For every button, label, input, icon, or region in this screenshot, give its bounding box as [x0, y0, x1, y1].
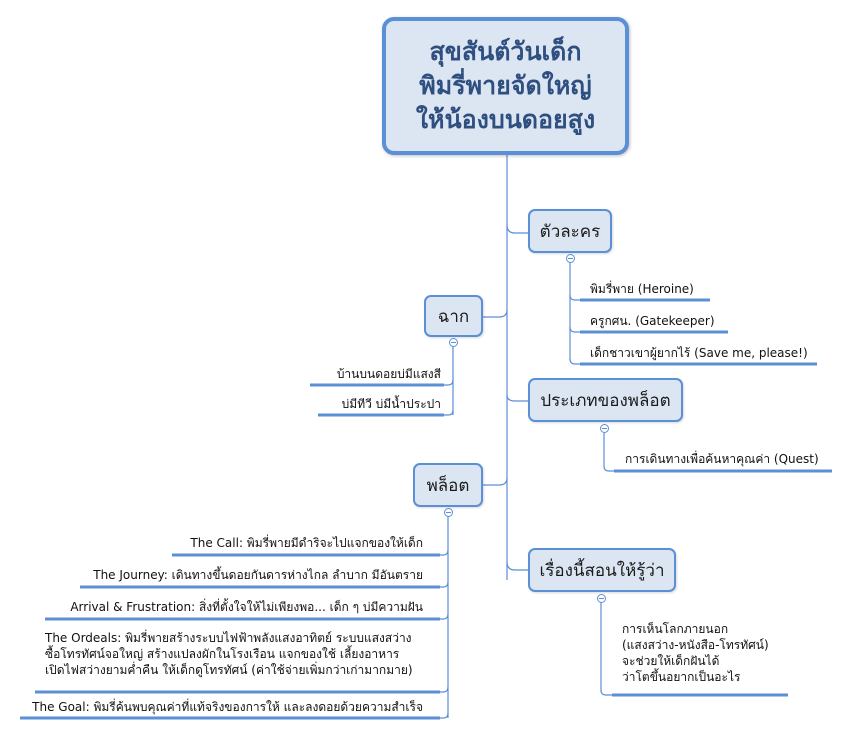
leaf-item[interactable]: บ่มีทีวี บ่มีน้ำประปา [341, 397, 441, 411]
leaf-item[interactable]: The Goal: พิมรี่ค้นพบคุณค่าที่แท้จริงของ… [32, 700, 423, 714]
root-topic[interactable]: สุขสันต์วันเด็ก พิมรี่พายจัดใหญ่ ให้น้อง… [382, 17, 629, 155]
collapse-icon[interactable] [597, 594, 606, 603]
leaf-line: The Ordeals: พิมรี่พายสร้างระบบไฟฟ้าพลัง… [45, 631, 412, 645]
leaf-line: (แสงสว่าง-หนังสือ-โทรทัศน์) [622, 638, 769, 652]
branch-lesson [506, 561, 528, 571]
collapse-icon[interactable] [566, 254, 575, 263]
topic-label: ตัวละคร [539, 221, 601, 242]
leaf-line: ว่าโตขึ้นอยากเป็นอะไร [622, 670, 741, 684]
topic-label: พล็อต [426, 475, 470, 496]
leaf-item-multiline[interactable]: The Ordeals: พิมรี่พายสร้างระบบไฟฟ้าพลัง… [45, 630, 445, 678]
collapse-icon[interactable] [600, 424, 609, 433]
branch-setting [483, 309, 508, 318]
topic-setting[interactable]: ฉาก [424, 295, 483, 337]
topic-label: ฉาก [437, 306, 470, 327]
collapse-icon[interactable] [449, 338, 458, 347]
topic-plot-type[interactable]: ประเภทของพล็อต [528, 378, 683, 422]
leaf-item[interactable]: ครูกศน. (Gatekeeper) [590, 314, 715, 328]
topic-label: ประเภทของพล็อต [540, 390, 671, 411]
leaf-item[interactable]: The Call: พิมรี่พายมีดำริจะไปแจกของให้เด… [190, 536, 423, 550]
collapse-icon[interactable] [444, 508, 453, 517]
branch-plot-type [506, 394, 528, 402]
topic-characters[interactable]: ตัวละคร [528, 209, 612, 253]
leaf-item[interactable]: Arrival & Frustration: สิ่งที่ตั้งใจให้ไ… [70, 600, 423, 614]
leaf-item-multiline[interactable]: การเห็นโลกภายนอก (แสงสว่าง-หนังสือ-โทรทั… [622, 621, 822, 685]
topic-label: เรื่องนี้สอนให้รู้ว่า [539, 560, 665, 581]
branch-characters [506, 224, 528, 234]
root-line: สุขสันต์วันเด็ก [429, 37, 582, 66]
leaf-item[interactable]: พิมรี่พาย (Heroine) [590, 282, 694, 296]
leaf-line: จะช่วยให้เด็กฝันได้ [622, 654, 720, 668]
leaf-item[interactable]: การเดินทางเพื่อค้นหาคุณค่า (Quest) [625, 452, 819, 466]
leaf-line: เปิดไฟสว่างยามค่ำคืน ให้เด็กดูโทรทัศน์ (… [45, 663, 413, 677]
leaf-item[interactable]: The Journey: เดินทางขึ้นดอยกันดารห่างไกล… [93, 568, 423, 582]
root-line: ให้น้องบนดอยสูง [415, 105, 596, 134]
branch-plot [483, 477, 508, 486]
leaf-item[interactable]: บ้านบนดอยบ่มีแสงสี [336, 367, 441, 381]
leaf-item[interactable]: เด็กชาวเขาผู้ยากไร้ (Save me, please!) [590, 346, 808, 360]
leaf-line: การเห็นโลกภายนอก [622, 622, 729, 636]
topic-lesson[interactable]: เรื่องนี้สอนให้รู้ว่า [528, 548, 676, 592]
leaf-line: ซื้อโทรทัศน์จอใหญ่ สร้างแปลงผักในโรงเรือ… [45, 647, 400, 661]
root-line: พิมรี่พายจัดใหญ่ [419, 71, 592, 100]
topic-plot[interactable]: พล็อต [413, 463, 483, 507]
